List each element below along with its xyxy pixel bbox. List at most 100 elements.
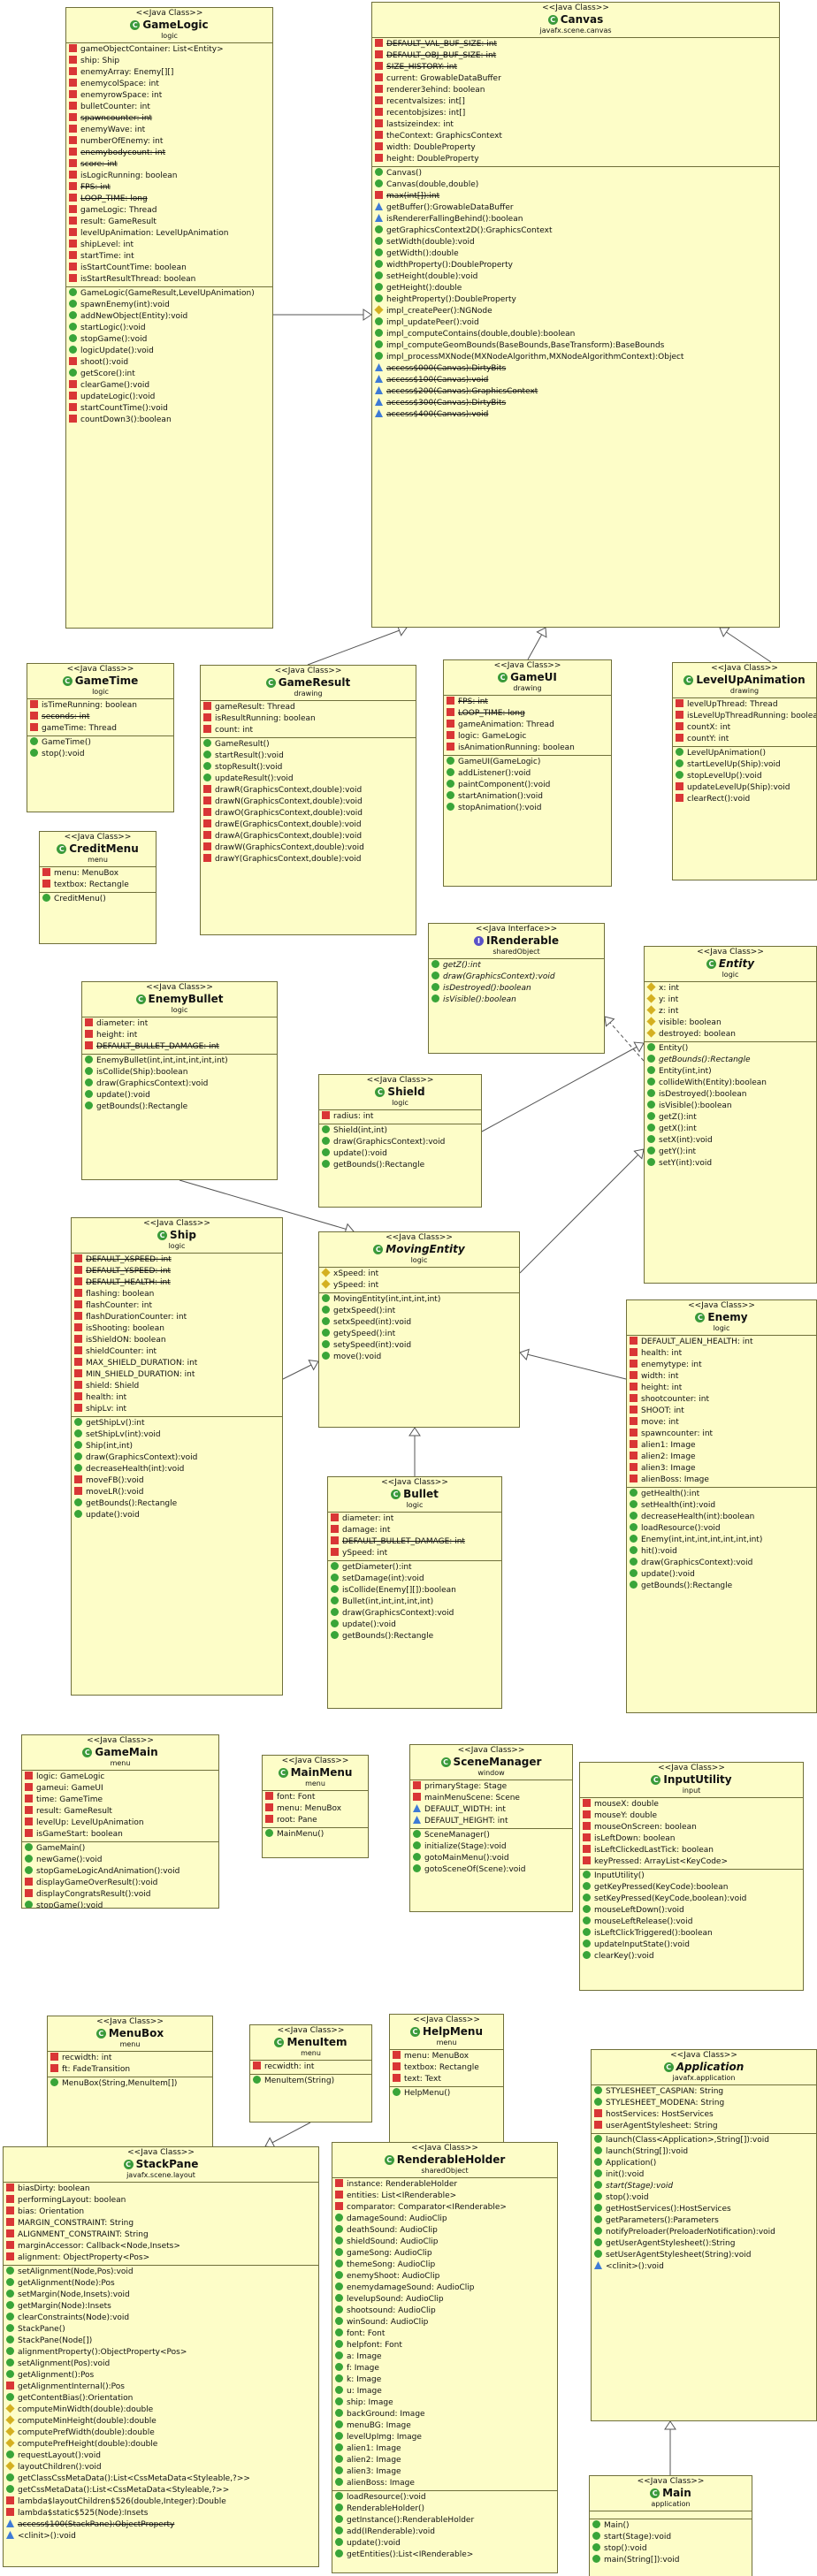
public-member-icon xyxy=(85,1078,93,1086)
field-text: SHOOT: int xyxy=(641,1406,684,1415)
method-text: stopLevelUp():void xyxy=(687,772,762,781)
field-text: DEFAULT_HEIGHT: int xyxy=(424,1817,508,1825)
public-member-icon xyxy=(375,248,383,256)
method-text: getShipLv():int xyxy=(86,1419,145,1428)
method-text: GameLogic(GameResult,LevelUpAnimation) xyxy=(80,289,255,298)
class-method: getAlignmentInternal():Pos xyxy=(4,2382,318,2393)
field-text: gameAnimation: Thread xyxy=(458,720,554,729)
class-icon: C xyxy=(706,959,716,969)
class-icon: C xyxy=(82,1748,93,1757)
class-field: health: int xyxy=(72,1392,282,1404)
class-field: gameResult: Thread xyxy=(201,702,416,713)
field-text: levelupSound: AudioClip xyxy=(347,2295,444,2304)
method-text: isLeftClickTriggered():boolean xyxy=(594,1929,713,1938)
field-text: shipLevel: int xyxy=(80,240,134,249)
method-text: LevelUpAnimation() xyxy=(687,749,766,758)
public-member-icon xyxy=(74,1429,82,1437)
class-field: alienBoss: Image xyxy=(332,2478,557,2489)
private-member-icon xyxy=(25,1795,33,1802)
field-text: menu: MenuBox xyxy=(404,2052,470,2061)
field-text: alien1: Image xyxy=(347,2444,401,2453)
field-text: recwidth: int xyxy=(264,2062,315,2071)
class-method: draw(GraphicsContext):void xyxy=(627,1558,816,1569)
public-member-icon xyxy=(322,1125,330,1133)
public-member-icon xyxy=(630,1500,638,1508)
private-member-icon xyxy=(69,148,77,156)
class-field: isResultRunning: boolean xyxy=(201,713,416,725)
private-member-icon xyxy=(265,1815,273,1823)
class-field: isLeftDown: boolean xyxy=(580,1833,803,1845)
method-text: Entity() xyxy=(659,1044,689,1053)
private-member-icon xyxy=(331,1513,339,1521)
class-method: startCountTime():void xyxy=(66,403,272,415)
class-package: input xyxy=(682,1787,701,1795)
private-member-icon xyxy=(583,1810,591,1818)
private-member-icon xyxy=(447,708,454,716)
methods-section: launch(Class<Application>,String[]):void… xyxy=(592,2134,816,2274)
method-text: getKeyPressed(KeyCode):boolean xyxy=(594,1883,729,1892)
private-member-icon xyxy=(331,1536,339,1544)
method-text: startLevelUp(Ship):void xyxy=(687,760,781,769)
method-text: Shield(int,int) xyxy=(333,1126,388,1135)
field-text: recentvalsizes: int[] xyxy=(386,97,465,106)
class-icon: C xyxy=(547,15,558,25)
class-method: addNewObject(Entity):void xyxy=(66,311,272,323)
private-member-icon xyxy=(74,1289,82,1297)
class-name-text: GameTime xyxy=(74,674,139,687)
field-text: alien3: Image xyxy=(347,2467,401,2476)
class-method: getHeight():double xyxy=(372,283,779,294)
method-text: impl_createPeer():NGNode xyxy=(386,307,492,316)
method-text: drawO(GraphicsContext,double):void xyxy=(215,809,363,818)
field-text: gameTime: Thread xyxy=(42,724,117,733)
public-member-icon xyxy=(335,2317,343,2325)
method-text: addListener():void xyxy=(458,769,531,778)
private-member-icon xyxy=(25,1889,33,1897)
class-method: stopResult():void xyxy=(201,762,416,774)
private-member-icon xyxy=(25,1772,33,1780)
method-text: getClassCssMetaData():List<CssMetaData<S… xyxy=(18,2474,250,2483)
class-field: marginAccessor: Callback<Node,Insets> xyxy=(4,2241,318,2252)
class-method: update():void xyxy=(319,1148,481,1160)
class-field: themeSong: AudioClip xyxy=(332,2260,557,2271)
public-member-icon xyxy=(583,1871,591,1879)
private-member-icon xyxy=(203,819,211,827)
field-text: helpfont: Font xyxy=(347,2341,402,2350)
class-method: update():void xyxy=(72,1510,282,1521)
class-field: diameter: int xyxy=(82,1018,277,1030)
method-text: getEntities():List<IRenderable> xyxy=(347,2550,474,2559)
methods-section: InputUtility()getKeyPressed(KeyCode):boo… xyxy=(580,1870,803,1963)
class-field: ySpeed: int xyxy=(319,1279,519,1292)
field-text: current: GrowableDataBuffer xyxy=(386,74,501,83)
public-member-icon xyxy=(203,762,211,770)
method-text: stop():void xyxy=(42,750,85,758)
class-icon: C xyxy=(695,1313,706,1322)
field-text: DEFAULT_OBJ_BUF_SIZE: int xyxy=(386,51,497,60)
method-text: isDestroyed():boolean xyxy=(443,984,531,993)
field-text: DEFAULT_BULLET_DAMAGE: int xyxy=(342,1537,465,1546)
method-text: update():void xyxy=(641,1570,695,1579)
field-text: shootsound: AudioClip xyxy=(347,2306,436,2315)
method-text: getHealth():int xyxy=(641,1490,700,1498)
field-text: alienBoss: Image xyxy=(641,1475,709,1484)
class-package: sharedObject xyxy=(421,2167,469,2175)
class-field: recwidth: int xyxy=(250,2062,371,2073)
class-field: flashDurationCounter: int xyxy=(72,1312,282,1323)
public-member-icon xyxy=(375,168,383,176)
class-field: gameTime: Thread xyxy=(27,723,173,735)
class-field: MIN_SHIELD_DURATION: int xyxy=(72,1369,282,1381)
class-method: setUserAgentStylesheet(String):void xyxy=(592,2250,816,2261)
class-method: impl_processMXNode(MXNodeAlgorithm,MXNod… xyxy=(372,352,779,363)
field-text: spawncounter: int xyxy=(641,1429,714,1438)
field-text: visible: boolean xyxy=(659,1018,722,1027)
public-member-icon xyxy=(630,1546,638,1554)
class-field: time: GameTime xyxy=(22,1795,218,1806)
private-member-icon xyxy=(335,2179,343,2187)
private-member-icon xyxy=(203,842,211,850)
